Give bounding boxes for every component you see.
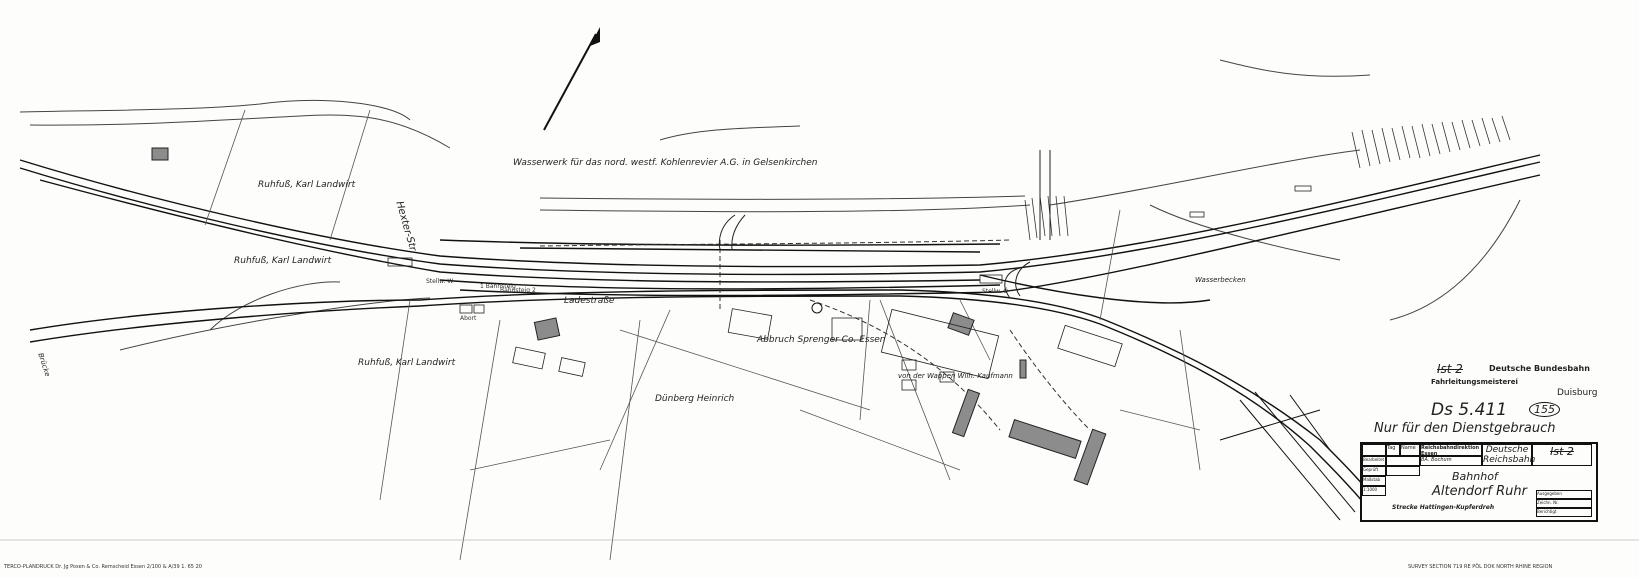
field-owner-low: Ruhfuß, Karl Landwirt — [358, 358, 456, 368]
buildings — [151, 147, 1107, 486]
signal-box-w: Stellw. W — [426, 278, 454, 285]
tb-sheet-tag: Ist 2 — [1532, 444, 1592, 466]
stamp-city: Duisburg — [1557, 388, 1598, 398]
tb-row-gepr: Geprüft — [1362, 466, 1386, 476]
ruhr-bridge — [1219, 391, 1356, 521]
tb-row-bearb: Bearbeitet — [1362, 456, 1386, 466]
tb-scale: 1:1000 — [1362, 486, 1386, 496]
roads — [718, 150, 1051, 299]
title-block: Tag Name Bearbeitet Geprüft Maßstab 1:10… — [1360, 442, 1598, 522]
restricted-label: Nur für den Dienstgebrauch — [1374, 421, 1556, 436]
terrain-lines — [19, 59, 1521, 351]
tb-station-2: Altendorf Ruhr — [1432, 484, 1527, 499]
stamp-division: Fahrleitungsmeisterei — [1431, 378, 1518, 386]
waterworks-label: Wasserwerk für das nord. westf. Kohlenre… — [513, 158, 818, 168]
field-owner-top: Ruhfuß, Karl Landwirt — [258, 180, 356, 190]
stamp-ist: Ist 2 — [1437, 362, 1463, 376]
platform-1-label: 1 Bahnsteig — [480, 283, 516, 290]
tb-note-3: Berichtigt — [1536, 508, 1592, 517]
tb-corner — [1362, 444, 1386, 456]
stamp-code: Ds 5.411 — [1431, 400, 1508, 420]
north-arrow-icon — [543, 27, 600, 131]
embankment-hatch — [1024, 115, 1511, 241]
stamp-number: 155 — [1529, 402, 1560, 417]
platform-2-label: Bahnsteig 2 — [500, 287, 536, 294]
field-owner-mid: Ruhfuß, Karl Landwirt — [234, 256, 332, 266]
signal-box-o: Stellw. Ö — [982, 288, 1009, 295]
ladestrasse-label: Ladestraße — [564, 296, 615, 306]
tb-cell-bearb — [1386, 456, 1420, 466]
wasserbecken-label: Wasserbecken — [1195, 276, 1246, 284]
toilet-label: Abort — [460, 315, 477, 322]
tb-note-2: Zeichn. Nr. — [1536, 499, 1592, 508]
tb-col-name: Name — [1400, 444, 1420, 456]
parcel-lines — [204, 109, 1201, 561]
stamp-org: Deutsche Bundesbahn — [1489, 364, 1590, 373]
station-circle — [811, 302, 823, 314]
tb-col-tag: Tag — [1386, 444, 1400, 456]
boundary-lines — [539, 239, 1091, 431]
owner-duenberg: Dünberg Heinrich — [655, 394, 735, 404]
tb-cell-gepr — [1386, 466, 1420, 476]
tb-owner: Deutsche Reichsbahn — [1482, 444, 1536, 466]
tb-authority-2: BA. Bochum — [1420, 456, 1482, 466]
survey-imprint: SURVEY SECTION 719 RE PÖL DOK NORTH RHIN… — [1408, 564, 1553, 570]
tb-row-masst: Maßstab — [1362, 476, 1386, 486]
tb-authority-1: Reichsbahndirektion Essen — [1420, 444, 1482, 457]
printer-imprint: TERCO-PLANDRUCK Dr. Jg Posen & Co. Remsc… — [4, 564, 202, 570]
tb-line: Strecke Hattingen-Kupferdreh — [1392, 504, 1495, 511]
main-tracks — [19, 154, 1541, 517]
company-label: Abbruch Sprenger Co. Essen — [757, 335, 886, 345]
owner-wappen: von der Wappen Wilh. Kaufmann — [898, 372, 1013, 380]
tb-station-1: Bahnhof — [1452, 470, 1498, 483]
tb-note-1: Ausgegeben — [1536, 490, 1592, 499]
outline-buildings — [387, 185, 1312, 391]
